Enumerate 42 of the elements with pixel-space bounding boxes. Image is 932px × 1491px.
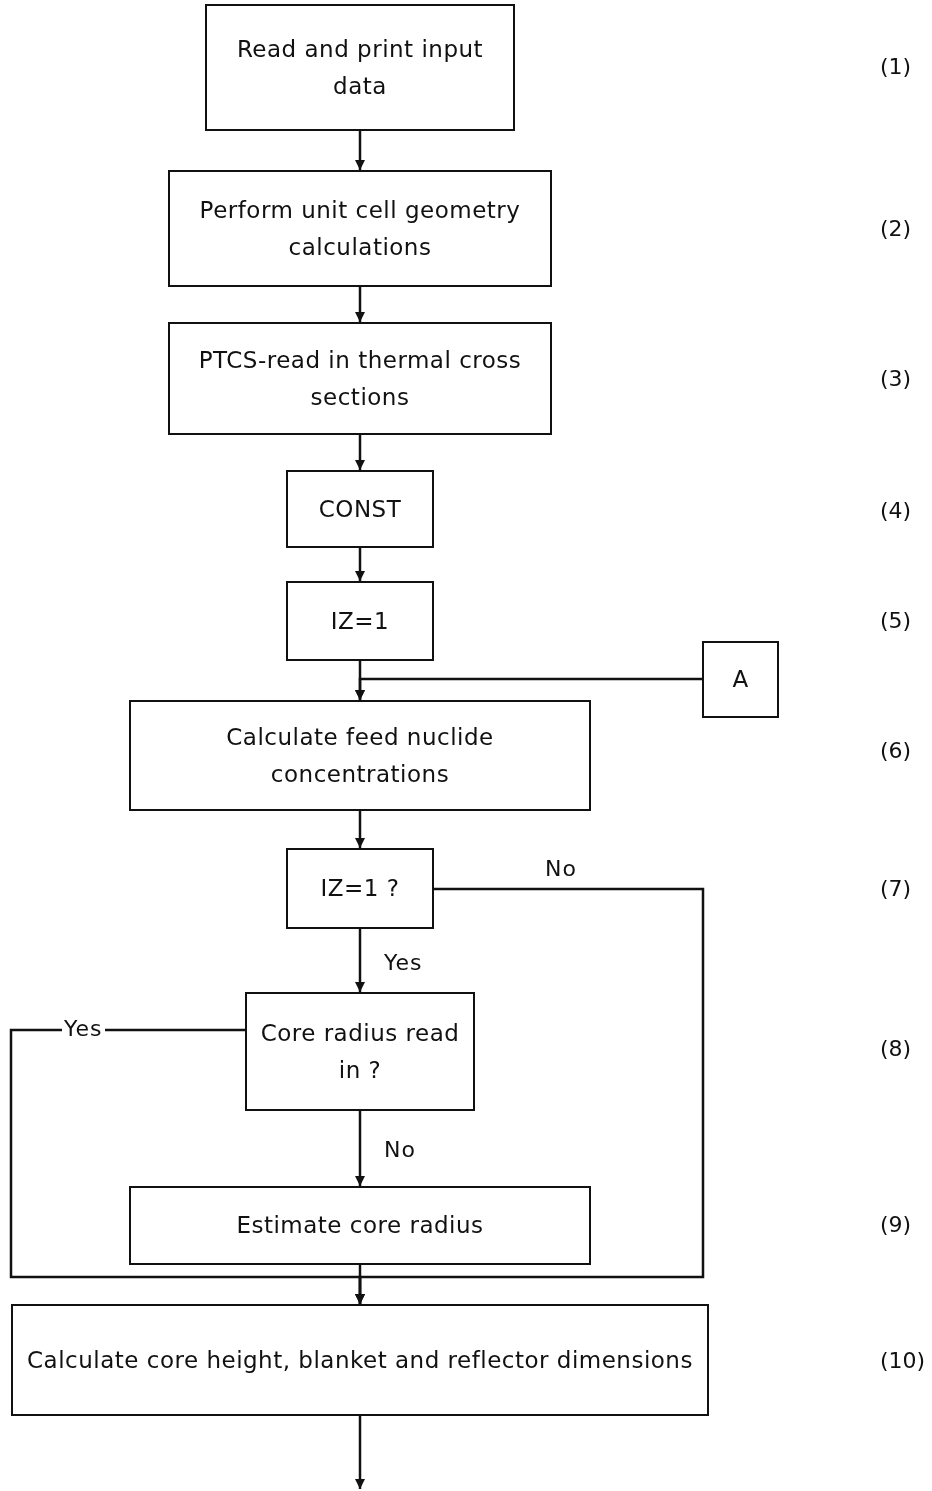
box-text: IZ=1	[330, 606, 390, 636]
step-number: (9)	[880, 1212, 912, 1237]
box-text: A	[732, 665, 749, 695]
arrow	[355, 677, 702, 700]
process-box	[129, 1186, 591, 1265]
step-number: (4)	[880, 498, 912, 523]
process-box	[286, 581, 434, 661]
process-box	[129, 700, 591, 811]
step-number: (3)	[880, 366, 912, 391]
box-text: PTCS-read in thermal cross sections	[197, 345, 523, 412]
box-text: IZ=1 ?	[320, 874, 400, 904]
arrow	[355, 1416, 365, 1489]
arrow	[355, 1111, 365, 1186]
box-text: CONST	[318, 494, 402, 524]
box-text: Perform unit cell geometry calculations	[198, 195, 522, 262]
step-number: (5)	[880, 608, 912, 633]
arrow	[355, 548, 365, 581]
arrow	[355, 811, 365, 848]
arrow	[355, 287, 365, 322]
box-text: Calculate core height, blanket and reflector dimensions	[27, 1345, 693, 1375]
box-text: Calculate feed nuclide concentrations	[225, 722, 495, 789]
arrow	[355, 435, 365, 470]
process-box	[286, 470, 434, 548]
step-number: (1)	[880, 54, 912, 79]
box-text: Read and print input data	[235, 34, 485, 101]
decision-box	[286, 848, 434, 929]
step-number: (2)	[880, 216, 912, 241]
step-number: (7)	[880, 876, 912, 901]
box-text: Estimate core radius	[236, 1211, 484, 1241]
process-box	[168, 322, 552, 435]
box-text: Core radius read in ?	[259, 1018, 461, 1085]
step-number: (6)	[880, 738, 912, 763]
arrow	[355, 1265, 365, 1304]
process-box	[205, 4, 515, 131]
step-number: (8)	[880, 1036, 912, 1061]
process-box	[168, 170, 552, 287]
decision-box	[245, 992, 475, 1111]
step-number: (10)	[880, 1348, 926, 1373]
arrow	[355, 131, 365, 170]
arrow	[355, 929, 365, 992]
process-box	[11, 1304, 709, 1416]
connector-box	[702, 641, 779, 718]
